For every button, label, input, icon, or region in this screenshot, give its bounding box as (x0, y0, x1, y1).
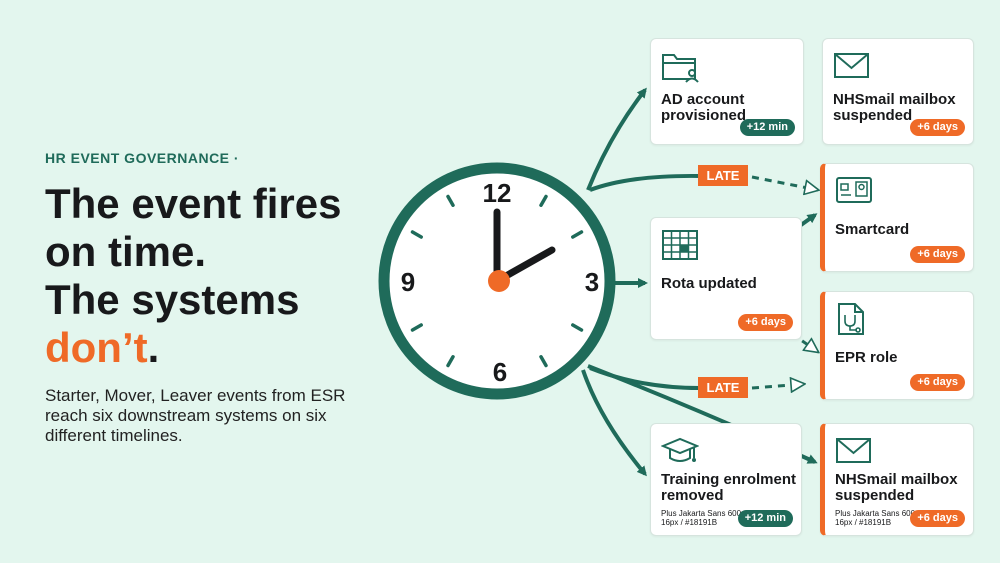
card-title-line-2: removed (661, 487, 724, 504)
card-ad-account[interactable]: AD account provisioned +12 min (650, 38, 804, 145)
card-epr[interactable]: EPR role +6 days (820, 291, 974, 400)
timing-badge: +6 days (738, 314, 793, 331)
clock-numeral-12: 12 (483, 178, 512, 208)
arrow-to-ad (586, 87, 647, 191)
headline-line-1: The event fires (45, 180, 342, 227)
headline-line-3: The systems (45, 276, 300, 323)
card-meta-line-1: Plus Jakarta Sans 600 (835, 509, 916, 518)
late-tag-bottom: LATE (698, 377, 748, 398)
card-title: Training enrolment removed (661, 472, 796, 504)
stethoscope-doc-icon (838, 303, 864, 335)
dashed-to-smartcard (751, 175, 818, 190)
card-meta-line-1: Plus Jakarta Sans 600 (661, 509, 742, 518)
arrow-to-late-bottom (589, 366, 701, 390)
arrow-to-training (581, 369, 647, 477)
clock-numeral-6: 6 (493, 357, 507, 387)
card-title-line-1: NHSmail mailbox (835, 471, 958, 488)
card-title-line-1: Training enrolment (661, 471, 797, 488)
mail-icon (836, 438, 871, 463)
card-rota[interactable]: Rota updated +6 days (650, 217, 802, 340)
card-nhsmail-bottom[interactable]: NHSmail mailbox suspended Plus Jakarta S… (820, 423, 974, 536)
timing-badge: +6 days (910, 374, 965, 391)
card-title: Rota updated (661, 275, 757, 292)
folder-user-icon (662, 54, 699, 83)
subtitle: Starter, Mover, Leaver events from ESR r… (45, 386, 346, 445)
clock-center (488, 270, 510, 292)
timing-badge: +6 days (910, 119, 965, 136)
graduation-cap-icon (661, 437, 699, 462)
card-title-line-2: suspended (835, 487, 915, 504)
card-title-line-2: provisioned (661, 107, 747, 124)
calendar-grid-icon (662, 230, 698, 260)
intro-block: HR EVENT GOVERNANCE · The event fires on… (45, 150, 375, 446)
headline: The event fires on time. The systems don… (45, 180, 375, 372)
card-title: NHSmail mailbox suspended (833, 92, 956, 124)
card-meta-line-2: 16px / #18191B (835, 518, 892, 527)
card-title: Smartcard (835, 221, 910, 238)
card-title: EPR role (835, 349, 898, 366)
card-training[interactable]: Training enrolment removed Plus Jakarta … (650, 423, 802, 536)
card-title-line-1: NHSmail mailbox (833, 91, 956, 108)
timing-badge: +6 days (910, 246, 965, 263)
card-title-line-1: AD account (661, 91, 745, 108)
card-title-line-2: suspended (833, 107, 913, 124)
card-meta: Plus Jakarta Sans 600 16px / #18191B (661, 509, 741, 527)
card-nhsmail-top[interactable]: NHSmail mailbox suspended +6 days (822, 38, 974, 145)
headline-period: . (147, 324, 160, 371)
clock: 12 3 6 9 (378, 162, 616, 400)
timing-badge: +12 min (737, 510, 793, 527)
eyebrow-label: HR EVENT GOVERNANCE · (45, 150, 240, 166)
headline-line-2: on time. (45, 228, 207, 275)
card-title: NHSmail mailbox suspended (835, 472, 958, 504)
timing-badge: +12 min (739, 119, 795, 136)
clock-numeral-9: 9 (401, 267, 415, 297)
card-meta: Plus Jakarta Sans 600 16px / #18191B (835, 509, 915, 527)
card-meta-line-2: 16px / #18191B (661, 518, 718, 527)
headline-line-4: don’t. (45, 324, 375, 372)
late-tag-top: LATE (698, 165, 748, 186)
card-title: AD account provisioned (661, 92, 746, 124)
clock-numeral-3: 3 (585, 267, 599, 297)
mail-icon (834, 53, 869, 78)
timing-badge: +6 days (910, 510, 965, 527)
dashed-late-bottom (751, 384, 804, 388)
arrow-to-late-top (589, 173, 701, 192)
id-card-icon (836, 177, 872, 203)
card-smartcard[interactable]: Smartcard +6 days (820, 163, 974, 272)
headline-accent: don’t (45, 324, 148, 371)
